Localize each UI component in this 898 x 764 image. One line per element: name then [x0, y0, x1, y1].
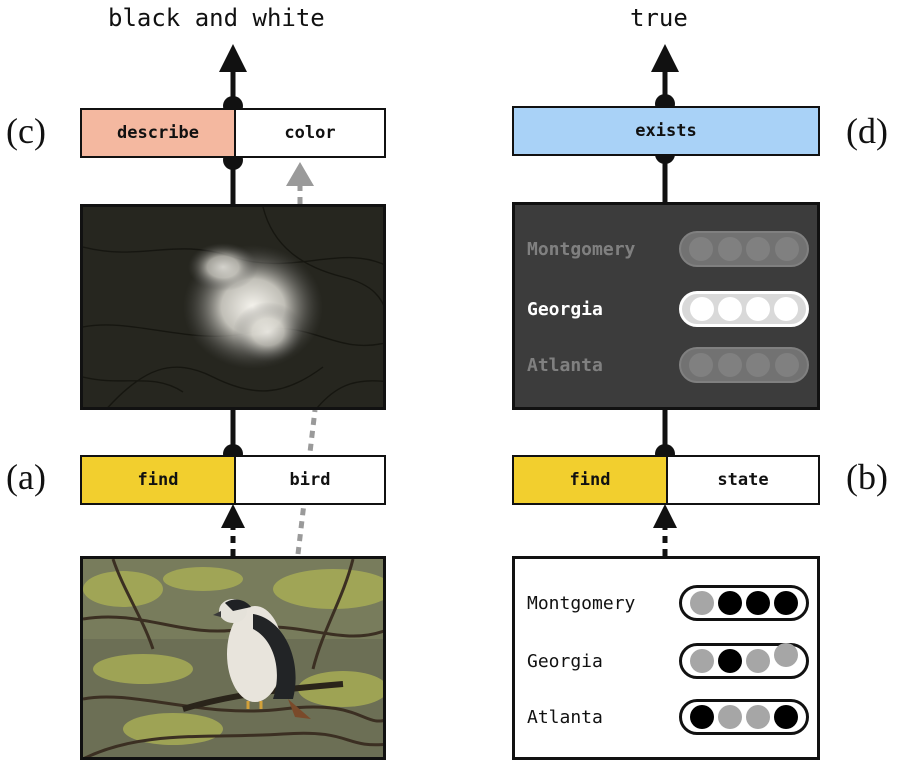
- panel-letter-b: (b): [846, 457, 888, 497]
- input-dot: [774, 591, 798, 615]
- find-op-right: find: [514, 457, 666, 503]
- state-attention-panel: Montgomery Georgia Atlanta: [512, 202, 820, 410]
- input-dot: [746, 591, 770, 615]
- input-label-georgia: Georgia: [527, 650, 603, 672]
- attention-label-atlanta: Atlanta: [527, 354, 603, 376]
- attention-label-montgomery: Montgomery: [527, 238, 636, 260]
- right-output-label: true: [630, 4, 688, 32]
- attention-dot: [717, 237, 742, 261]
- input-dot: [718, 705, 742, 729]
- left-gray-dashed-bottom: [295, 409, 318, 555]
- attention-dot: [746, 353, 771, 377]
- right-arrowhead-input: [653, 504, 677, 528]
- bird-input-photo: [80, 556, 386, 760]
- input-pill-atlanta: [679, 699, 809, 735]
- left-arrowhead-input: [221, 504, 245, 528]
- attention-pill-montgomery: [679, 231, 809, 267]
- input-dot: [746, 705, 770, 729]
- attention-dot: [774, 237, 799, 261]
- find-bird-module: find bird: [80, 455, 386, 505]
- color-arg: color: [234, 110, 384, 156]
- attention-dot: [746, 237, 771, 261]
- attention-label-georgia: Georgia: [527, 298, 603, 320]
- exists-module: exists: [512, 106, 820, 156]
- input-row-montgomery: Montgomery: [515, 585, 817, 621]
- describe-color-module: describe color: [80, 108, 386, 158]
- attention-pill-atlanta: [679, 347, 809, 383]
- input-pill-georgia: [679, 643, 809, 679]
- bird-arg: bird: [234, 457, 384, 503]
- input-pill-montgomery: [679, 585, 809, 621]
- left-arrowhead-output: [219, 44, 247, 72]
- input-dot: [774, 705, 798, 729]
- input-dot: [690, 705, 714, 729]
- attention-map-illustration: [83, 207, 383, 407]
- input-dot: [718, 591, 742, 615]
- bird-photo-illustration: [83, 559, 383, 757]
- left-gray-arrowhead: [286, 162, 314, 186]
- state-input-kb: Montgomery Georgia Atlanta: [512, 556, 820, 760]
- input-dot: [690, 649, 714, 673]
- right-arrowhead-output: [651, 44, 679, 72]
- attention-row-montgomery: Montgomery: [515, 231, 817, 267]
- attention-dot: [690, 297, 714, 321]
- attention-dot: [689, 353, 714, 377]
- describe-op: describe: [82, 110, 234, 156]
- attention-row-georgia: Georgia: [515, 291, 817, 327]
- attention-row-atlanta: Atlanta: [515, 347, 817, 383]
- attention-dot: [689, 237, 714, 261]
- input-label-montgomery: Montgomery: [527, 592, 636, 614]
- input-dot: [718, 649, 742, 673]
- bird-attention-image: [80, 204, 386, 410]
- input-dot: [746, 649, 770, 673]
- input-row-atlanta: Atlanta: [515, 699, 817, 735]
- state-arg: state: [666, 457, 818, 503]
- input-row-georgia: Georgia: [515, 643, 817, 679]
- exists-op: exists: [514, 108, 818, 154]
- find-op-left: find: [82, 457, 234, 503]
- panel-letter-c: (c): [6, 111, 46, 151]
- input-label-atlanta: Atlanta: [527, 706, 603, 728]
- panel-letter-a: (a): [6, 457, 46, 497]
- panel-letter-d: (d): [846, 111, 888, 151]
- find-state-module: find state: [512, 455, 820, 505]
- attention-dot: [774, 297, 798, 321]
- attention-pill-georgia: [679, 291, 809, 327]
- attention-dot: [717, 353, 742, 377]
- attention-dot: [746, 297, 770, 321]
- attention-dot: [774, 353, 799, 377]
- attention-dot: [718, 297, 742, 321]
- left-output-label: black and white: [108, 4, 325, 32]
- input-dot: [690, 591, 714, 615]
- input-dot: [774, 643, 798, 667]
